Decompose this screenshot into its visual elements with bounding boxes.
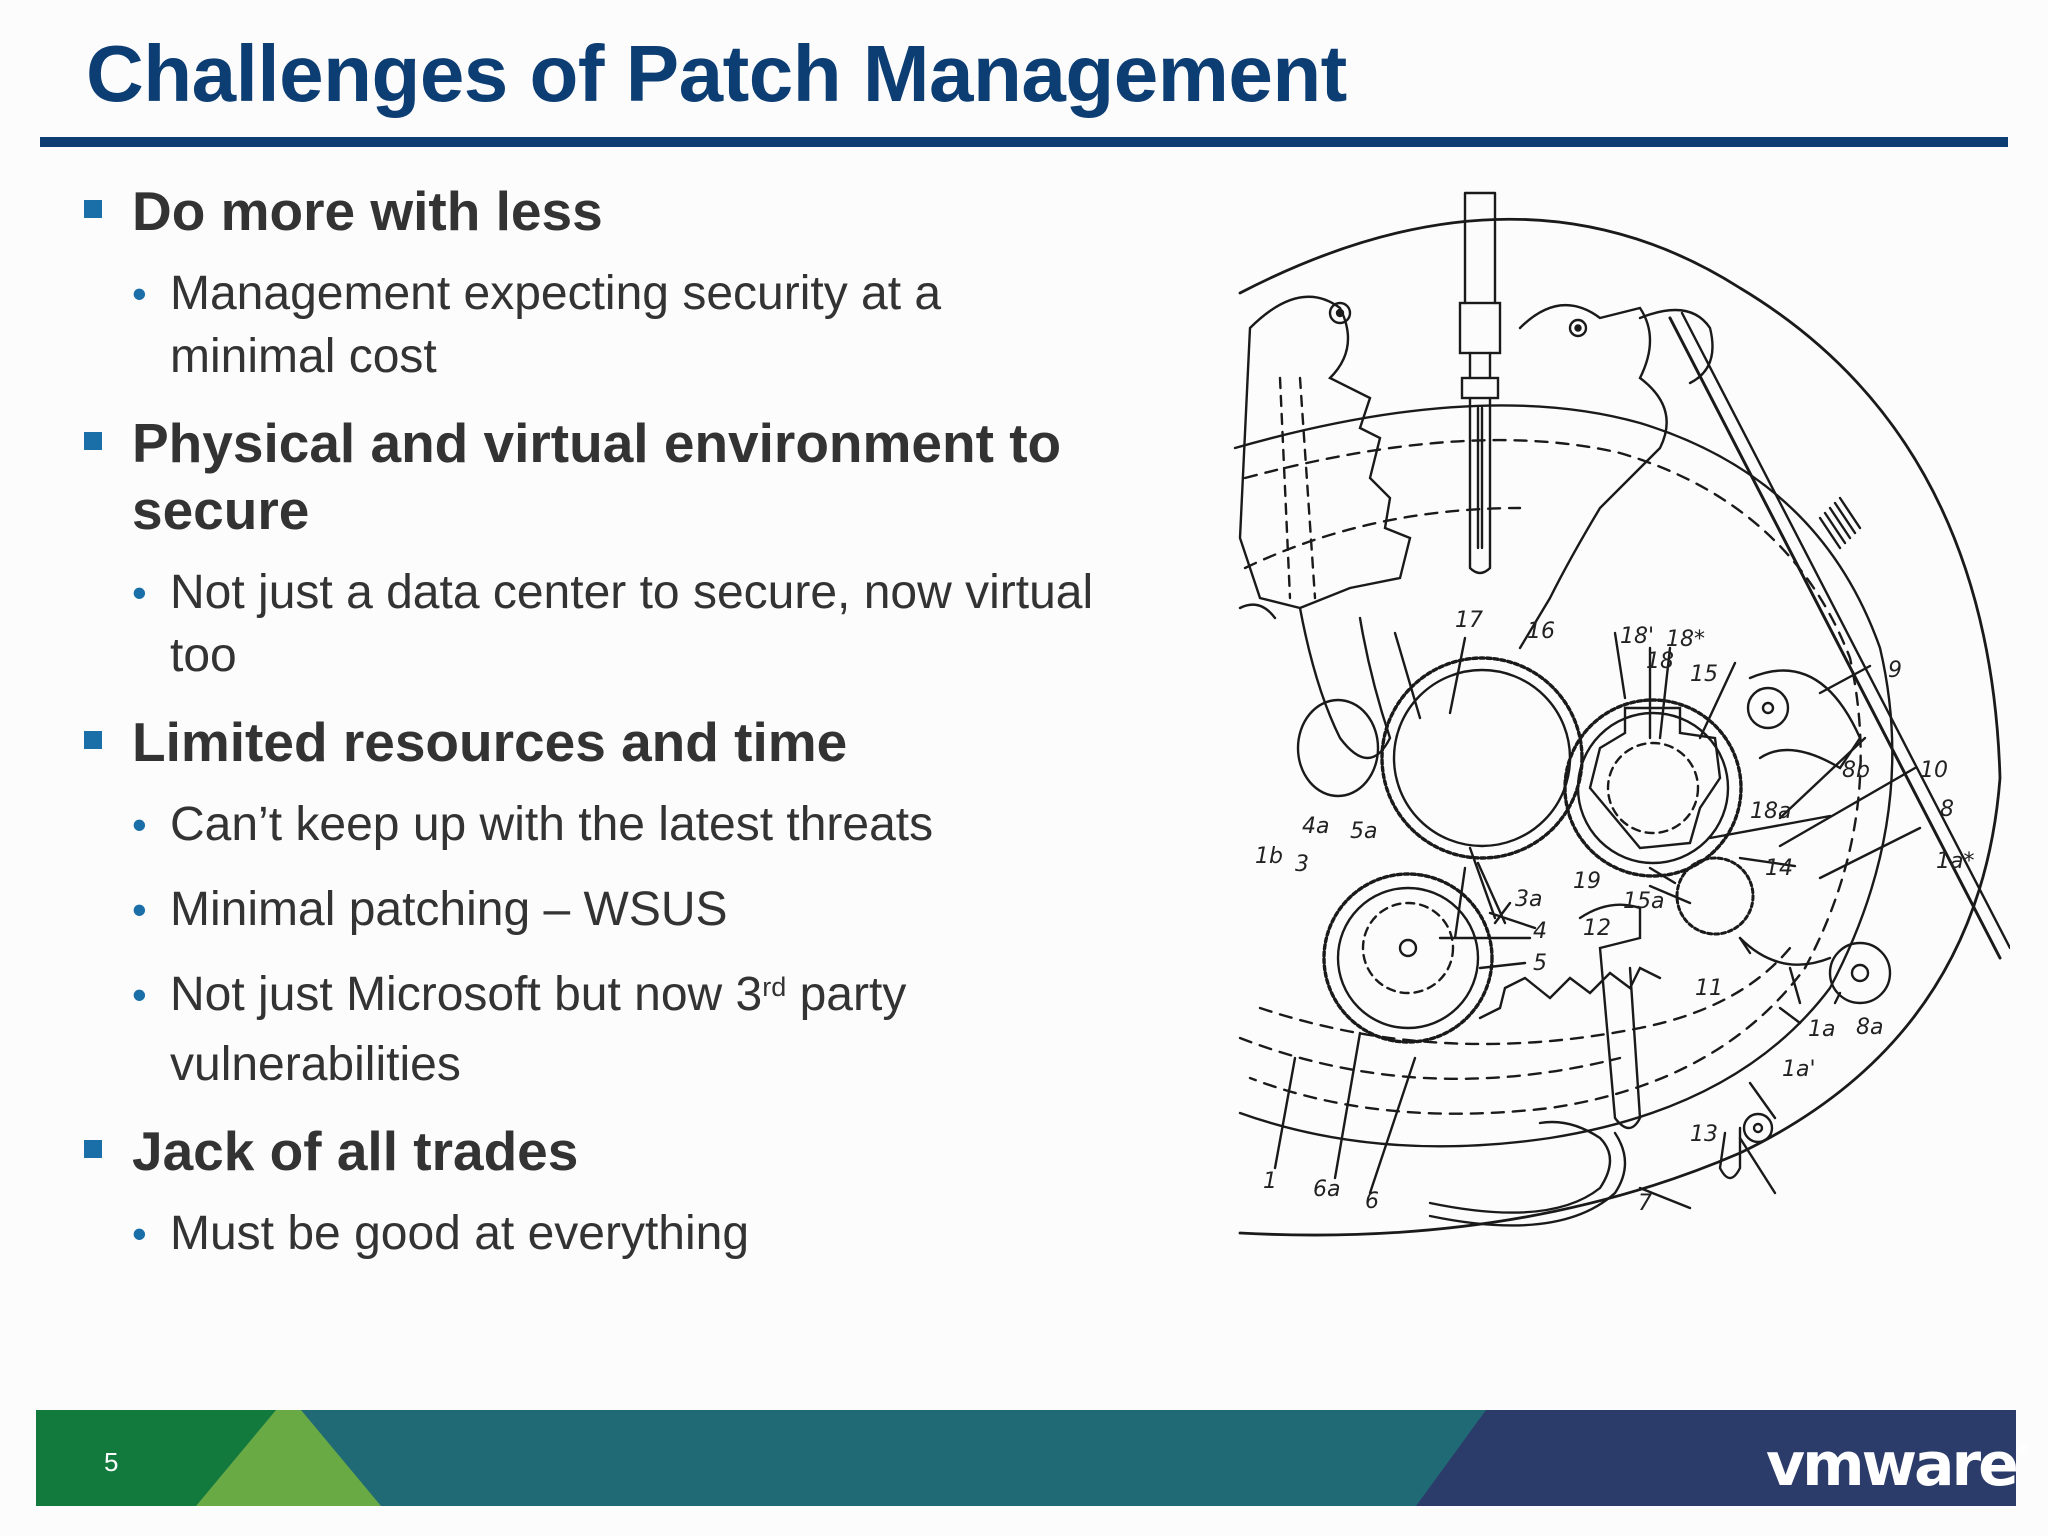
diagram-label: 18' <box>1620 624 1654 649</box>
diagram-label: 18* <box>1666 627 1705 652</box>
sub-bullet-line: Can’t keep up with the latest threats <box>170 798 934 851</box>
bullet-jack-of-all-trades: Jack of all trades <box>84 1118 1204 1185</box>
page-number: 5 <box>104 1447 119 1477</box>
diagram-label: 15 <box>1690 662 1718 687</box>
dot-bullet-icon: • <box>132 801 147 848</box>
diagram-label: 1a <box>1808 1017 1835 1042</box>
dot-bullet-icon: • <box>132 1210 147 1257</box>
bullet-text: secure <box>132 479 310 541</box>
diagram-label: 1 <box>1263 1169 1277 1194</box>
vmware-logo: vmware® <box>1766 1430 2030 1500</box>
sub-bullet-line: Not just Microsoft but now 3 <box>170 968 763 1021</box>
bullet-limited-resources: Limited resources and time <box>84 709 1204 776</box>
diagram-label: 16 <box>1527 619 1555 644</box>
diagram-label: 11 <box>1695 976 1723 1001</box>
sub-bullet-line: Must be good at everything <box>170 1207 750 1260</box>
diagram-label: 5a <box>1350 819 1377 844</box>
clockwork-mechanism-diagram: 17 16 18' 18* 18 15 9 8b 10 8 1a* 18a 14… <box>1233 191 2010 1237</box>
bullet-text: Do more with less <box>132 180 603 242</box>
dot-bullet-icon: • <box>132 971 147 1018</box>
diagram-label: 7 <box>1638 1191 1652 1216</box>
square-bullet-icon <box>84 432 102 450</box>
diagram-label: 19 <box>1573 869 1601 894</box>
sub-bullet: • Must be good at everything <box>84 1202 1204 1265</box>
square-bullet-icon <box>84 200 102 218</box>
diagram-label: 5 <box>1533 951 1547 976</box>
slide-title: Challenges of Patch Management <box>86 29 1347 118</box>
square-bullet-icon <box>84 731 102 749</box>
sub-bullet-line: minimal cost <box>170 330 437 383</box>
sub-bullet-line: party <box>786 968 907 1021</box>
sub-bullet: • Management expecting security at a min… <box>84 262 1204 388</box>
diagram-label: 8b <box>1842 758 1870 783</box>
diagram-label: 6 <box>1365 1189 1379 1214</box>
diagram-label: 18 <box>1646 649 1674 674</box>
diagram-label: 4 <box>1533 919 1547 944</box>
diagram-reference-labels: 17 16 18' 18* 18 15 9 8b 10 8 1a* 18a 14… <box>1255 608 1974 1216</box>
sub-bullet-line: Management expecting security at a <box>170 267 942 320</box>
footer-navy-block <box>1416 1410 2016 1506</box>
diagram-label: 1a* <box>1936 849 1974 874</box>
sub-bullet: • Can’t keep up with the latest threats <box>84 793 1204 856</box>
diagram-label: 10 <box>1920 758 1948 783</box>
sub-bullet-line: Not just a data center to secure, now vi… <box>170 566 1094 619</box>
diagram-label: 8 <box>1940 797 1954 822</box>
diagram-label: 3 <box>1295 852 1309 877</box>
diagram-label: 6a <box>1313 1177 1340 1202</box>
dot-bullet-icon: • <box>132 569 147 616</box>
sub-bullet-line: Minimal patching – WSUS <box>170 883 728 936</box>
sub-bullet: • Not just Microsoft but now 3rd party v… <box>84 963 1204 1096</box>
diagram-label: 8a <box>1856 1015 1883 1040</box>
sub-bullet: • Minimal patching – WSUS <box>84 878 1204 941</box>
bullet-physical-virtual: Physical and virtual environment to secu… <box>84 410 1204 544</box>
dot-bullet-icon: • <box>132 270 147 317</box>
sub-bullet-line: too <box>170 629 237 682</box>
footer-light-green-triangle <box>196 1410 381 1506</box>
diagram-label: 14 <box>1765 856 1793 881</box>
diagram-label: 12 <box>1583 916 1611 941</box>
diagram-label: 4a <box>1302 814 1329 839</box>
square-bullet-icon <box>84 1140 102 1158</box>
sub-bullet-line: vulnerabilities <box>170 1038 461 1091</box>
bullet-do-more-with-less: Do more with less <box>84 178 1204 245</box>
diagram-label: 15a <box>1623 889 1664 914</box>
bullet-text: Physical and virtual environment to <box>132 412 1062 474</box>
ordinal-suffix: rd <box>762 972 787 1002</box>
diagram-label: 1a' <box>1782 1057 1816 1082</box>
bullet-list: Do more with less • Management expecting… <box>84 178 1204 1265</box>
diagram-label: 17 <box>1455 608 1483 633</box>
bullet-text: Limited resources and time <box>132 711 848 773</box>
footer-band <box>36 1410 2016 1506</box>
diagram-label: 18a <box>1750 799 1791 824</box>
diagram-label: 1b <box>1255 844 1283 869</box>
dot-bullet-icon: • <box>132 886 147 933</box>
logo-wordmark: vmware <box>1766 1430 2019 1500</box>
diagram-label: 13 <box>1690 1122 1718 1147</box>
registered-mark: ® <box>2015 1443 2030 1459</box>
diagram-label: 3a <box>1515 887 1542 912</box>
diagram-label: 9 <box>1888 658 1902 683</box>
title-rule <box>40 137 2008 147</box>
sub-bullet: • Not just a data center to secure, now … <box>84 561 1204 687</box>
bullet-text: Jack of all trades <box>132 1120 579 1182</box>
